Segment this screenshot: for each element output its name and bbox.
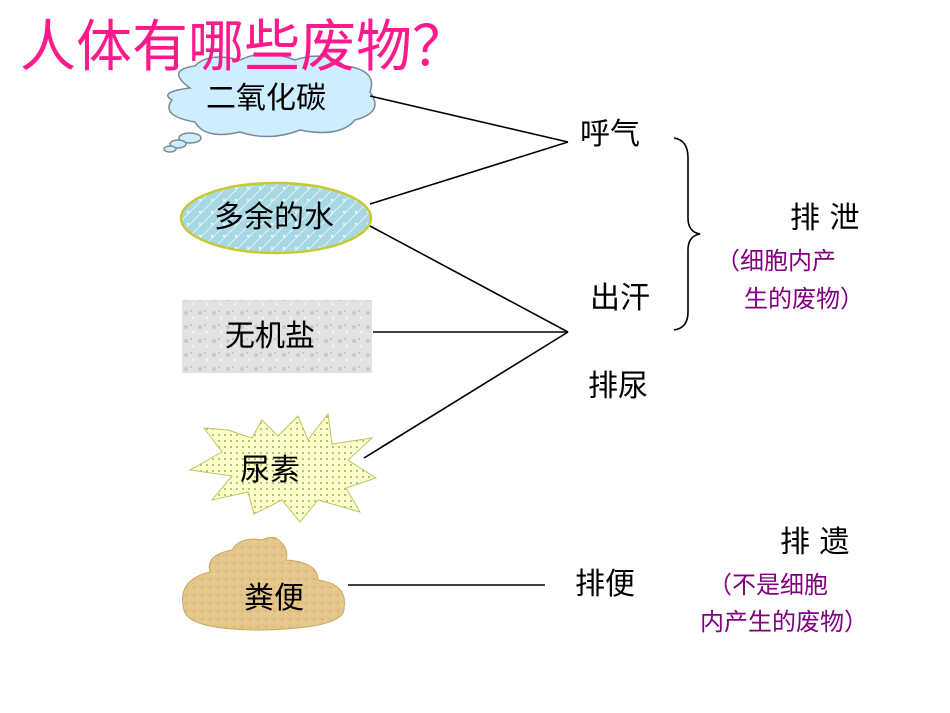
process-sweat: 出汗 (590, 281, 650, 316)
connector-lines (348, 95, 569, 586)
group-excretion-note-1: （细胞内产 (716, 247, 836, 275)
right-brace (673, 137, 701, 331)
page-title: 人体有哪些废物？ (20, 15, 468, 80)
node-urea: 尿素 (240, 453, 300, 488)
group-excretion-note-2: 生的废物） (744, 285, 864, 313)
urea-starburst (188, 412, 378, 523)
salt-rect (182, 300, 372, 373)
process-breath: 呼气 (580, 117, 640, 152)
group-egestion-note-2: 内产生的废物） (700, 608, 868, 636)
process-urine: 排尿 (588, 369, 648, 404)
water-ellipse (179, 181, 373, 255)
node-salt: 无机盐 (225, 319, 315, 354)
cloud-shape (163, 53, 376, 153)
group-excretion-label: 排 泄 (790, 201, 860, 236)
node-co2: 二氧化碳 (206, 81, 326, 116)
node-water: 多余的水 (214, 200, 334, 235)
process-defecate: 排便 (575, 567, 635, 602)
feces-mound (182, 536, 345, 631)
node-feces: 粪便 (244, 581, 304, 616)
group-egestion-label: 排 遗 (780, 525, 850, 560)
group-egestion-note-1: （不是细胞 (708, 571, 828, 599)
